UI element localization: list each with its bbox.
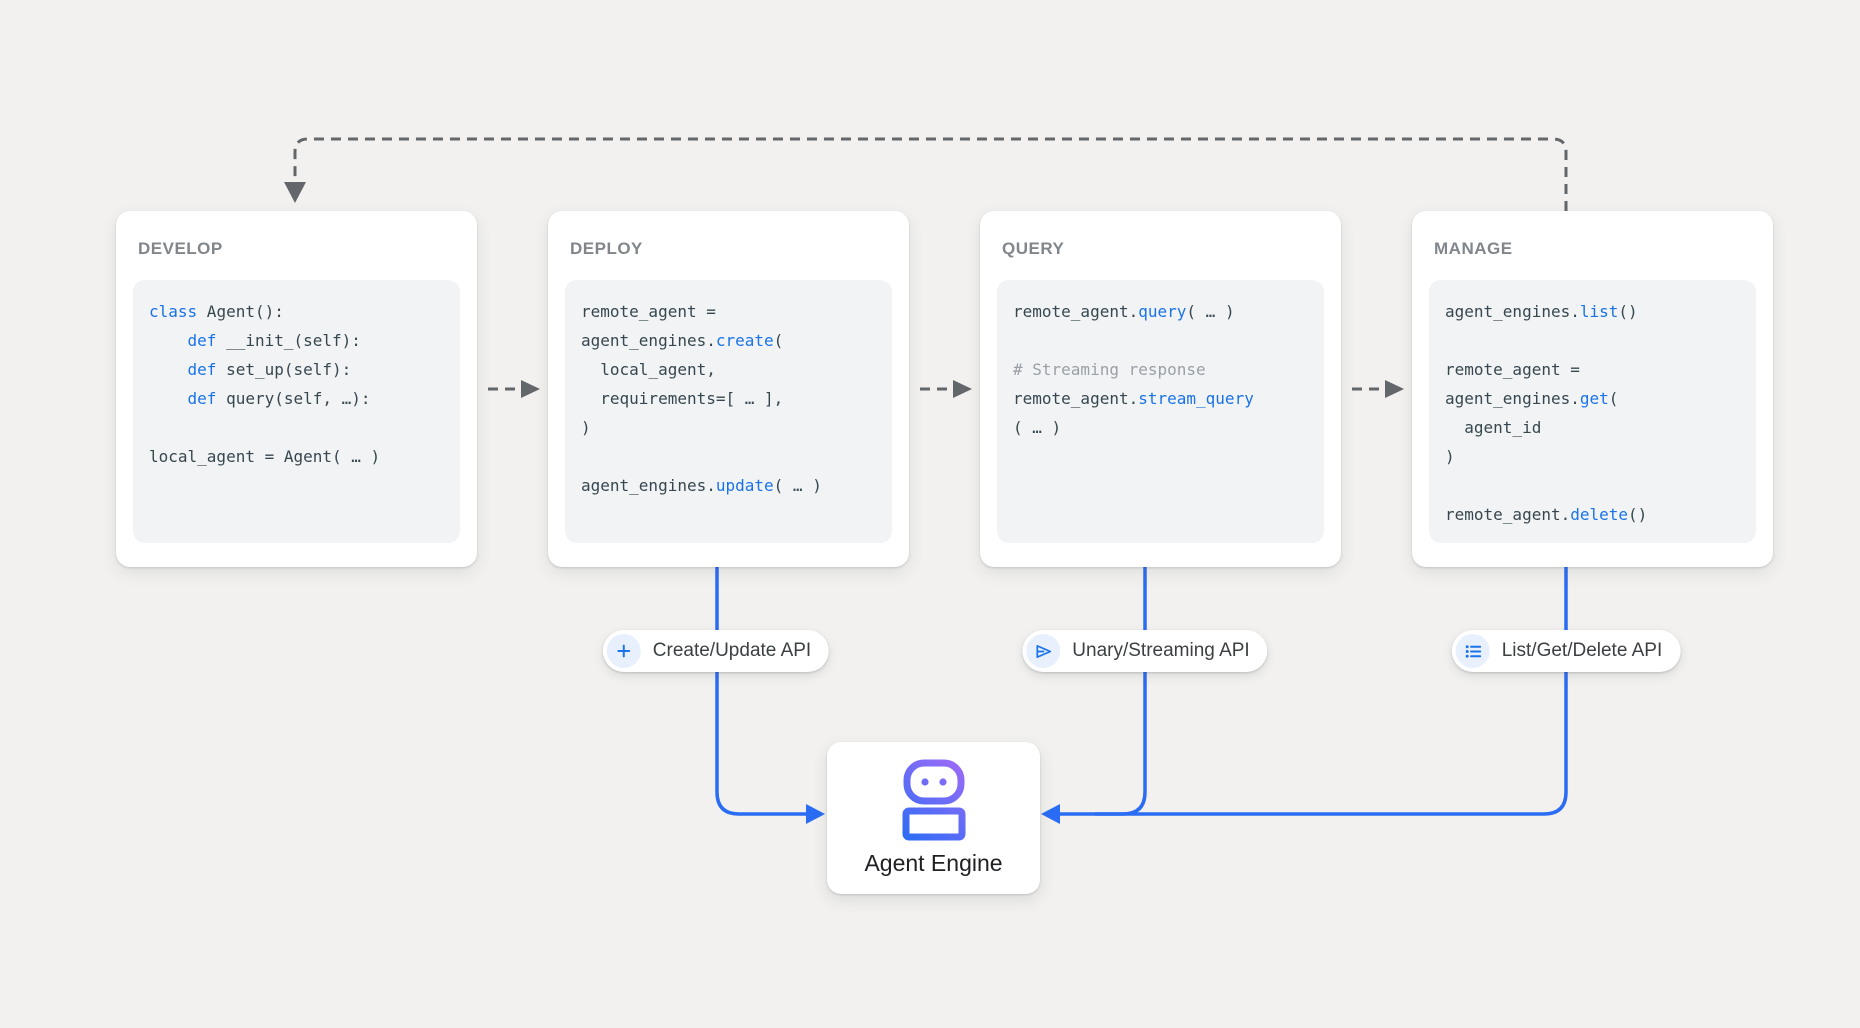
feedback-arrowhead-icon (284, 182, 306, 203)
card-develop-title: DEVELOP (138, 239, 223, 258)
robot-icon (902, 759, 965, 841)
card-deploy: DEPLOY remote_agent =agent_engines.creat… (548, 211, 909, 567)
card-manage-title: MANAGE (1434, 239, 1513, 258)
card-manage-code: agent_engines.list() remote_agent =agent… (1429, 280, 1756, 543)
card-manage: MANAGE agent_engines.list() remote_agent… (1412, 211, 1773, 567)
badge-list-get-delete-api: List/Get/Delete API (1451, 630, 1681, 672)
plus-icon (606, 634, 641, 668)
badge-create-update-api: Create/Update API (602, 630, 830, 672)
badge-label: Unary/Streaming API (1072, 640, 1250, 661)
feedback-loop-connector (293, 137, 1568, 211)
arrowhead-deploy-query-icon (953, 380, 972, 398)
engine-right-arrowhead-icon (1041, 804, 1060, 824)
card-deploy-title: DEPLOY (570, 239, 643, 258)
query-to-engine-connector (1095, 566, 1147, 816)
agent-engine-node: Agent Engine (827, 742, 1040, 894)
arrowhead-develop-deploy-icon (521, 380, 540, 398)
card-deploy-code: remote_agent =agent_engines.create( loca… (565, 280, 892, 543)
card-query-code: remote_agent.query( … ) # Streaming resp… (997, 280, 1324, 543)
send-icon (1026, 634, 1061, 668)
manage-to-engine-connector (1059, 566, 1568, 816)
badge-label: Create/Update API (652, 640, 812, 661)
deploy-to-engine-connector (715, 566, 807, 816)
card-develop-code: class Agent(): def __init_(self): def se… (133, 280, 460, 543)
badge-unary-streaming-api: Unary/Streaming API (1022, 630, 1268, 672)
card-develop: DEVELOP class Agent(): def __init_(self)… (116, 211, 477, 567)
arrowhead-query-manage-icon (1385, 380, 1404, 398)
card-query-title: QUERY (1002, 239, 1065, 258)
agent-engine-label: Agent Engine (864, 850, 1003, 876)
engine-left-arrowhead-icon (806, 804, 825, 824)
card-query: QUERY remote_agent.query( … ) # Streamin… (980, 211, 1341, 567)
badge-label: List/Get/Delete API (1501, 640, 1663, 661)
list-icon (1455, 634, 1490, 668)
